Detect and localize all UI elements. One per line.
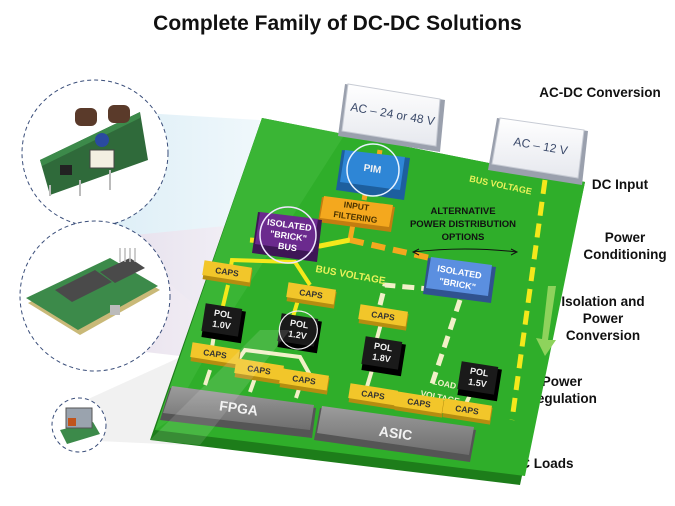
svg-text:INPUT: INPUT (343, 199, 370, 213)
fpga-chip: FPGA (160, 386, 316, 438)
caps-block: CAPS (286, 282, 337, 309)
stage-ac-dc-conversion: AC-DC Conversion (539, 85, 661, 100)
pim-block: PIM (336, 143, 410, 200)
caps-block: CAPS (234, 358, 285, 385)
svg-text:CAPS: CAPS (247, 363, 272, 377)
stage-power-regulation: Power Regulation (527, 374, 597, 406)
caps-block: CAPS (442, 398, 493, 425)
caps-block: CAPS (279, 368, 330, 395)
stage-isolation-conversion: Isolation and Power Conversion (561, 294, 645, 343)
load-voltage-label: LOAD (432, 376, 458, 391)
svg-text:PIM: PIM (363, 163, 382, 176)
input-filtering-block: INPUT FILTERING (318, 196, 395, 232)
svg-text:POL: POL (213, 308, 233, 321)
page-title: Complete Family of DC-DC Solutions (153, 12, 522, 35)
glass-overlay (150, 330, 290, 445)
svg-text:CAPS: CAPS (371, 309, 396, 323)
svg-text:1.2V: 1.2V (288, 329, 308, 342)
product-brick-module (21, 79, 169, 227)
product-pol-module (51, 397, 107, 453)
svg-text:POL: POL (289, 318, 309, 331)
asic-chip: ASIC (314, 406, 476, 462)
svg-text:CAPS: CAPS (455, 403, 480, 417)
svg-text:1.8V: 1.8V (372, 352, 392, 365)
double-arrow-icon (412, 248, 518, 253)
isolated-brick-bus-block: ISOLATED "BRICK" BUS (252, 206, 322, 264)
svg-text:CAPS: CAPS (299, 287, 324, 301)
svg-text:CAPS: CAPS (407, 396, 432, 410)
ac-source-24-48v: AC – 24 or 48 V (338, 83, 445, 152)
caps-block: CAPS (358, 304, 409, 331)
svg-text:POL: POL (373, 341, 393, 354)
flow-arrow-icon (536, 286, 556, 356)
isolated-brick-block: ISOLATED "BRICK" (423, 257, 496, 303)
caps-layer: CAPS CAPS CAPS CAPS CAPS CAPS CAPS CAPS CAPS (190, 260, 493, 425)
caps-block: CAPS (394, 391, 445, 418)
svg-text:POWER DISTRIBUTION: POWER DISTRIBUTION (410, 219, 516, 230)
svg-text:CAPS: CAPS (292, 373, 317, 387)
svg-text:ASIC: ASIC (378, 423, 413, 444)
stage-power-conditioning: Power Conditioning (583, 230, 667, 262)
caps-block: CAPS (202, 260, 253, 287)
svg-text:OPTIONS: OPTIONS (442, 232, 485, 243)
caps-block: CAPS (348, 383, 399, 410)
svg-text:1.5V: 1.5V (468, 377, 488, 390)
alternative-options-annotation: ALTERNATIVE POWER DISTRIBUTION OPTIONS (410, 206, 519, 256)
svg-text:FPGA: FPGA (218, 397, 259, 418)
ac-source-12v: AC – 12 V (488, 117, 588, 185)
svg-text:1.0V: 1.0V (212, 319, 232, 332)
svg-text:CAPS: CAPS (361, 388, 386, 402)
caps-block: CAPS (190, 342, 241, 369)
stage-dc-input: DC Input (591, 177, 649, 192)
svg-text:CAPS: CAPS (203, 347, 228, 361)
svg-text:POL: POL (469, 366, 489, 379)
svg-text:CAPS: CAPS (215, 265, 240, 279)
svg-text:BUS: BUS (277, 241, 297, 254)
svg-text:ALTERNATIVE: ALTERNATIVE (430, 206, 495, 217)
product-quarter-brick-module (19, 220, 171, 372)
